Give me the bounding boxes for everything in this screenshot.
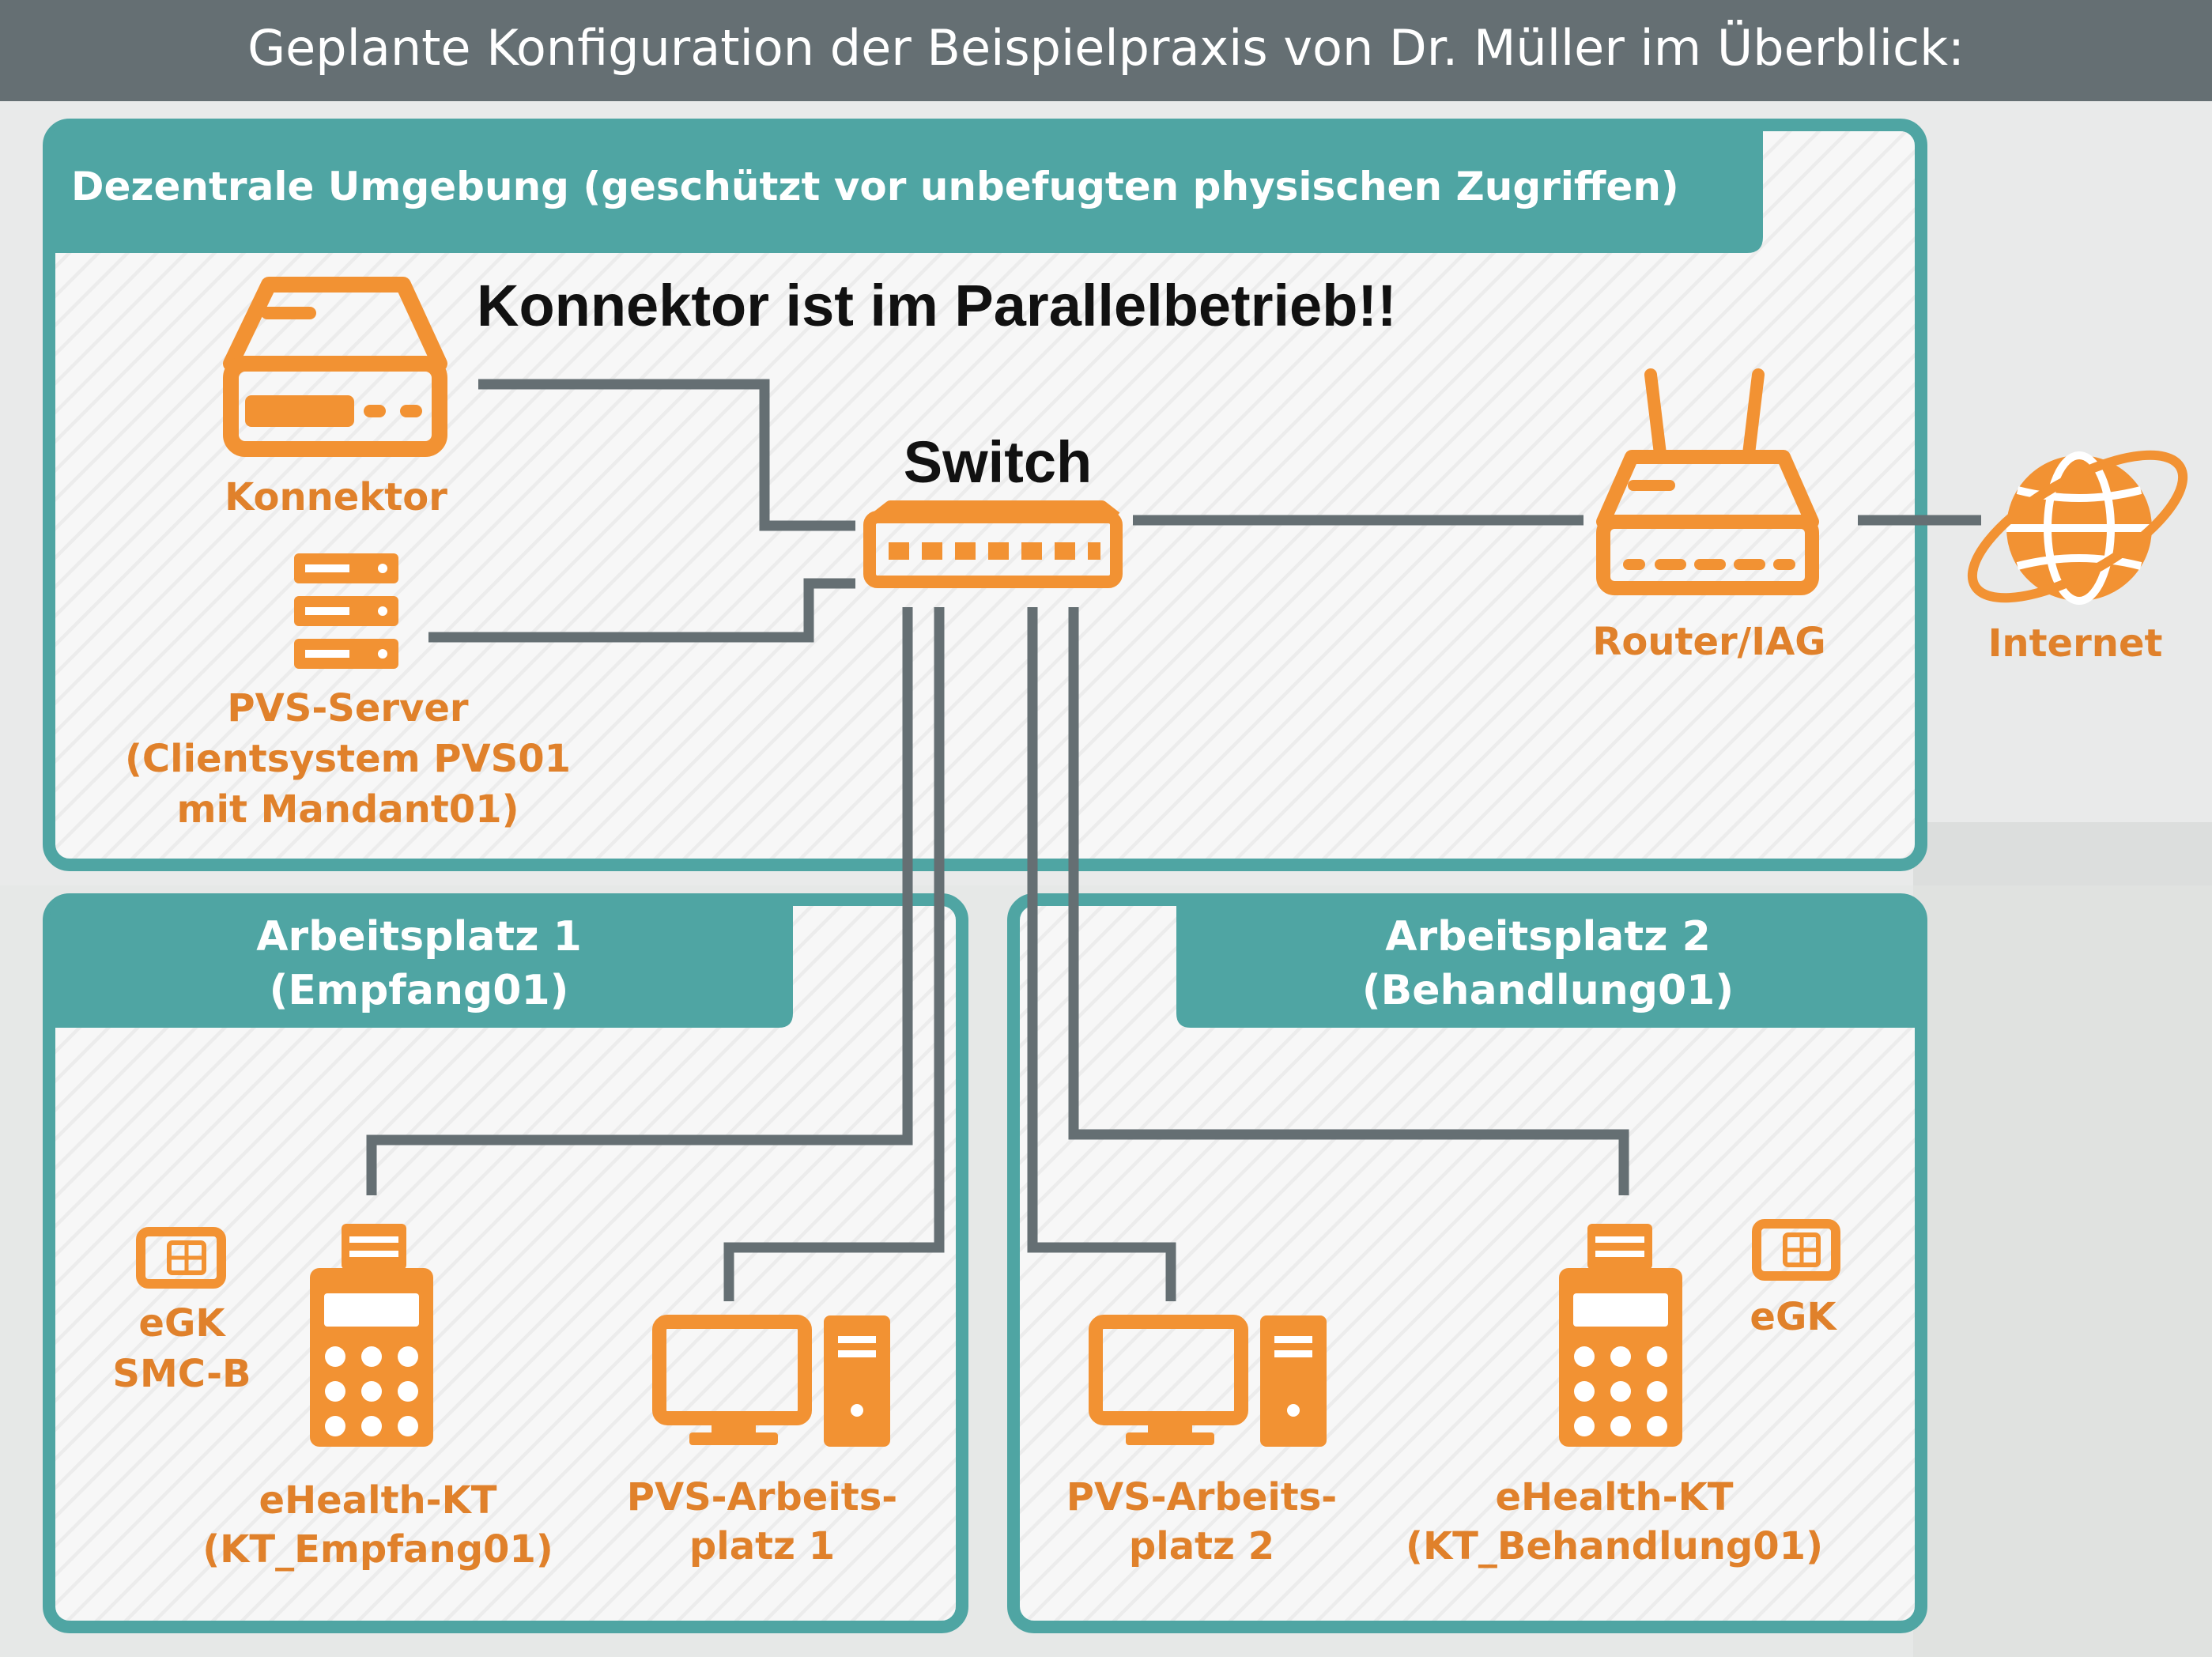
card1-label-line2: SMC-B — [112, 1352, 251, 1396]
zone-workstation-1-subtitle: (Empfang01) — [270, 967, 569, 1014]
card-terminal-icon — [310, 1224, 433, 1447]
kt1-label-line2: (KT_Empfang01) — [202, 1527, 553, 1572]
router-label: Router/IAG — [1592, 620, 1825, 664]
card2-label: eGK — [1750, 1295, 1837, 1339]
zone-workstation-1-header — [49, 900, 793, 1028]
desktop-computer-icon — [652, 1315, 890, 1447]
zone-workstation-1-title: Arbeitsplatz 1 — [256, 913, 582, 961]
globe-icon — [1967, 450, 2188, 605]
card1-label: eGK — [138, 1301, 226, 1346]
konnektor-label: Konnektor — [225, 475, 447, 519]
kt2-label: eHealth-KT — [1495, 1475, 1733, 1519]
switch-icon — [863, 500, 1123, 588]
server-icon — [294, 553, 398, 669]
zone-workstation-2-subtitle: (Behandlung01) — [1362, 967, 1734, 1014]
pc2-label: PVS-Arbeits- — [1066, 1475, 1337, 1519]
header-bar — [0, 0, 2212, 101]
link-switch-pc1 — [723, 607, 945, 1301]
pvs-server-label-line2: (Clientsystem PVS01 — [125, 737, 571, 781]
zone-workstation-2-title: Arbeitsplatz 2 — [1385, 913, 1711, 961]
zone-workstation-2: Arbeitsplatz 2 (Behandlung01) — [1007, 893, 1927, 1633]
pvs-server-label: PVS-Server — [227, 686, 468, 730]
zone-central: Dezentrale Umgebung (geschützt vor unbef… — [43, 119, 1927, 871]
pc1-label-line2: platz 1 — [689, 1524, 835, 1568]
connections — [366, 379, 1981, 1301]
link-switch-pc2 — [1027, 607, 1176, 1301]
card-terminal-icon — [1559, 1224, 1682, 1447]
parallel-operation-note: Konnektor ist im Parallelbetrieb!! — [477, 273, 1397, 338]
link-pvs-server-switch — [428, 578, 855, 643]
router-icon — [1596, 368, 1819, 595]
internet-label: Internet — [1988, 621, 2163, 666]
page-title: Geplante Konfiguration der Beispielpraxi… — [247, 19, 1965, 77]
chip-card-icon — [136, 1227, 226, 1289]
link-konnektor-switch — [478, 379, 855, 531]
link-switch-kt2 — [1068, 607, 1629, 1195]
kt2-label-line2: (KT_Behandlung01) — [1406, 1524, 1823, 1568]
desktop-computer-icon — [1089, 1315, 1327, 1447]
chip-card-icon — [1752, 1219, 1840, 1281]
pvs-server-label-line3: mit Mandant01) — [176, 787, 519, 832]
zone-central-title: Dezentrale Umgebung (geschützt vor unbef… — [71, 164, 1679, 209]
konnektor-icon — [223, 277, 447, 457]
zone-workstation-2-header — [1176, 900, 1921, 1028]
link-switch-kt1 — [366, 607, 913, 1195]
pc1-label: PVS-Arbeits- — [627, 1475, 897, 1519]
kt1-label: eHealth-KT — [259, 1478, 496, 1523]
zone-central-header — [49, 125, 1763, 253]
pc2-label-line2: platz 2 — [1129, 1524, 1274, 1568]
switch-label: Switch — [904, 429, 1092, 495]
